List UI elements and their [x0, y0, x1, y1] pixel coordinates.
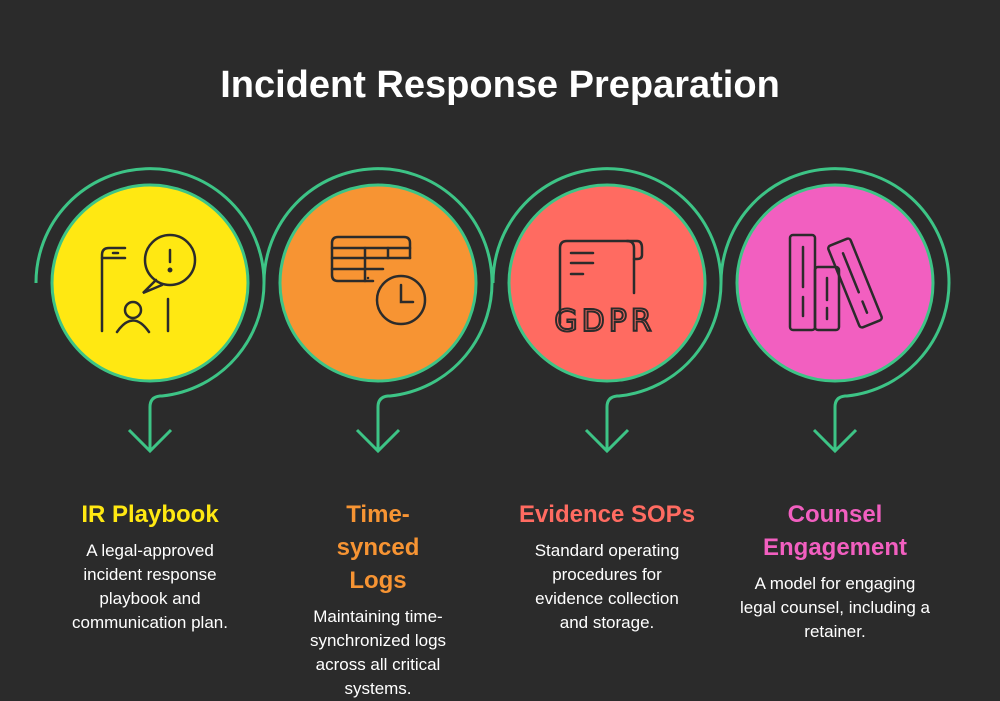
page-title: Incident Response Preparation: [220, 64, 780, 106]
gdpr-document-icon: [558, 239, 644, 325]
step-1-graphic: [34, 167, 266, 454]
step-4-graphic: [719, 167, 951, 454]
step-heading: Time-synced Logs: [336, 501, 420, 594]
books-icon: [788, 233, 883, 332]
step-description: Standard operating procedures for eviden…: [534, 541, 680, 632]
table-clock-icon: [330, 235, 427, 326]
step-circle-4: [735, 183, 935, 383]
step-heading: Counsel Engagement: [762, 501, 908, 561]
step-description: A model for engaging legal counsel, incl…: [740, 574, 930, 641]
arrow-head-2: [355, 428, 401, 454]
gdpr-icon-text: GDPR: [554, 304, 655, 339]
step-circle-3: [507, 183, 707, 383]
arrow-head-4: [812, 428, 858, 454]
step-time-synced-logs: Time-synced Logs Maintaining time-synchr…: [278, 498, 478, 701]
step-counsel-engagement: Counsel Engagement A model for engaging …: [735, 498, 935, 644]
step-description: Maintaining time-synchronized logs acros…: [309, 607, 447, 698]
ring-arrow-4: [719, 167, 951, 451]
ring-arrow-3: [491, 167, 723, 451]
step-circle-1: [50, 183, 250, 383]
ring-arrow-2: [262, 167, 494, 451]
step-circle-2: [278, 183, 478, 383]
arrow-head-1: [127, 428, 173, 454]
step-ir-playbook: IR Playbook A legal-approved incident re…: [50, 498, 250, 635]
step-3-graphic: GDPR: [491, 167, 723, 454]
step-heading: Evidence SOPs: [518, 501, 696, 528]
step-description: A legal-approved incident response playb…: [72, 541, 228, 632]
ring-arrow-1: [34, 167, 266, 451]
step-heading: IR Playbook: [81, 501, 219, 528]
phone-alert-person-icon: [100, 233, 197, 334]
step-evidence-sops: Evidence SOPs Standard operating procedu…: [507, 498, 707, 635]
arrow-head-3: [584, 428, 630, 454]
step-2-graphic: [262, 167, 494, 454]
